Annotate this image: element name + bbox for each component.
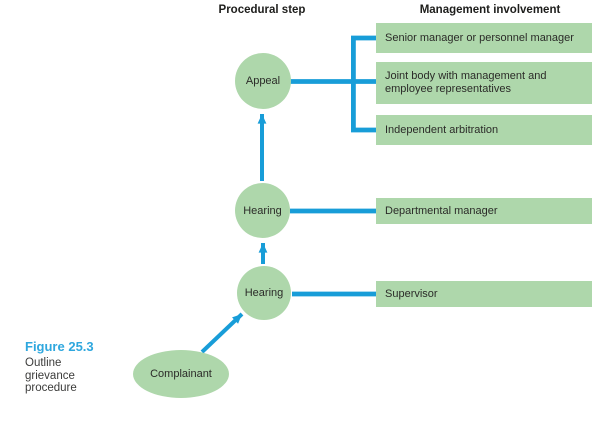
box-joint-body-label: Joint body with management and employee …: [385, 70, 547, 95]
node-hearing-lower: Hearing: [237, 266, 291, 320]
column-header-management-involvement: Management involvement: [419, 4, 561, 16]
node-appeal-label: Appeal: [245, 75, 281, 87]
arrow-complainant-to-hearing: [200, 312, 244, 354]
node-hearing-lower-label: Hearing: [244, 287, 284, 299]
box-independent-arbitration-label: Independent arbitration: [385, 123, 499, 136]
box-senior-manager-label: Senior manager or personnel manager: [385, 31, 574, 44]
box-joint-body: Joint body with management and employee …: [376, 62, 592, 104]
box-departmental-manager-label: Departmental manager: [385, 204, 498, 217]
box-supervisor-label: Supervisor: [385, 287, 438, 300]
node-hearing-upper-label: Hearing: [243, 204, 282, 217]
node-appeal: Appeal: [235, 53, 291, 109]
node-complainant-label: Complainant: [150, 368, 212, 380]
box-supervisor: Supervisor: [376, 281, 592, 307]
figure-number: Figure 25.3: [25, 339, 94, 354]
node-complainant: Complainant: [133, 350, 229, 398]
node-hearing-upper: Hearing: [235, 183, 290, 238]
connector-appeal-branch: [351, 35, 378, 133]
box-departmental-manager: Departmental manager: [376, 198, 592, 224]
box-senior-manager: Senior manager or personnel manager: [376, 23, 592, 53]
figure-description: Outline grievance procedure: [25, 357, 77, 394]
box-independent-arbitration: Independent arbitration: [376, 115, 592, 145]
column-header-procedural-step: Procedural step: [218, 4, 306, 16]
figure-caption: Figure 25.3 Outline grievance procedure: [25, 339, 94, 395]
